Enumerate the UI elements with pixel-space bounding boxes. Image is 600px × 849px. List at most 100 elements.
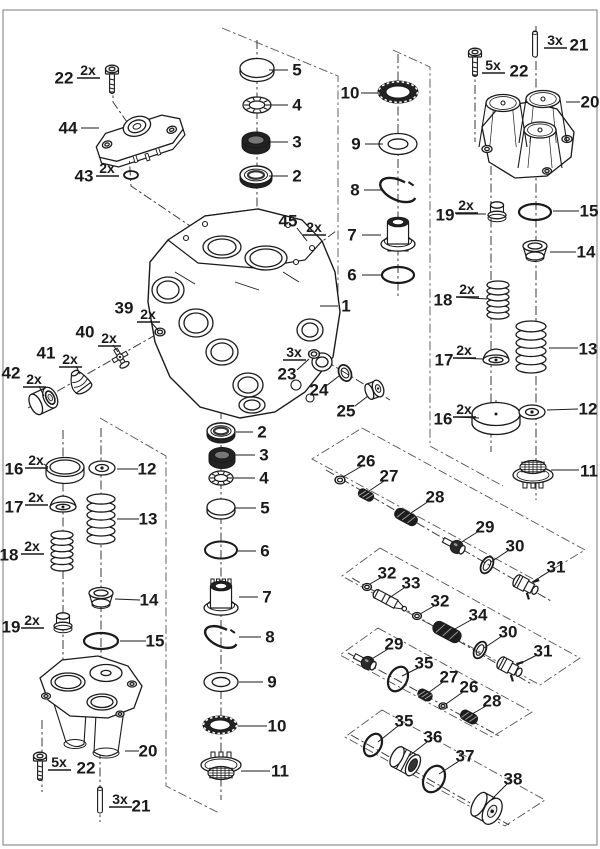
part-label-19: 19 — [436, 206, 455, 225]
group-boundaries — [99, 27, 586, 827]
part-label-10: 10 — [341, 84, 360, 103]
leader-line — [516, 654, 538, 666]
part-label-3x: 3x — [547, 32, 563, 48]
group-boundary — [392, 49, 504, 487]
part-label-33: 33 — [402, 574, 421, 593]
leader-line — [377, 725, 399, 743]
part-label-45: 45 — [279, 212, 298, 231]
part-label-2x: 2x — [458, 197, 474, 213]
part-label-7: 7 — [347, 226, 356, 245]
part-label-15: 15 — [146, 632, 165, 651]
part-label-2x: 2x — [28, 452, 44, 468]
leader-line — [419, 605, 435, 615]
nut-32-b2 — [411, 611, 423, 621]
valve-body-1 — [147, 208, 341, 419]
leader-line — [427, 681, 444, 694]
cap-42 — [28, 386, 59, 416]
part-label-22: 22 — [77, 759, 96, 778]
part-label-2x: 2x — [26, 371, 42, 387]
part-label-9: 9 — [351, 135, 360, 154]
part-label-2x: 2x — [24, 612, 40, 628]
leader-line — [410, 500, 430, 514]
leader-line — [452, 619, 472, 631]
seat-12-right — [518, 404, 546, 420]
spring-27-a — [357, 488, 375, 502]
part-label-3: 3 — [292, 133, 301, 152]
oring-15-left — [82, 631, 120, 651]
part-label-17: 17 — [5, 498, 24, 517]
seat-12-left — [88, 460, 116, 476]
seal-10-mid — [377, 80, 419, 104]
group-boundary — [339, 627, 533, 738]
part-label-30: 30 — [499, 623, 518, 642]
part-label-22: 22 — [55, 69, 74, 88]
part-label-12: 12 — [138, 460, 157, 479]
washer-9-bottom — [203, 671, 239, 693]
part-label-14: 14 — [140, 591, 159, 610]
group-boundary — [221, 27, 339, 310]
group-boundary — [341, 547, 581, 686]
part-label-6: 6 — [347, 266, 356, 285]
leader-line — [342, 465, 363, 478]
part-label-40: 40 — [76, 323, 95, 342]
part-label-5x: 5x — [51, 754, 67, 770]
part-label-20: 20 — [581, 93, 600, 112]
part-label-29: 29 — [476, 518, 495, 537]
part-label-6: 6 — [260, 542, 269, 561]
part-label-2x: 2x — [456, 401, 472, 417]
spring-28-c — [459, 709, 479, 725]
screw-22-topleft — [104, 64, 120, 95]
spring-13-left — [86, 493, 116, 545]
group-boundary — [344, 709, 546, 827]
leader-line — [325, 375, 340, 387]
part-label-5: 5 — [260, 499, 269, 518]
leader-line — [354, 395, 369, 407]
plug-38-d — [470, 791, 503, 825]
part-label-25: 25 — [337, 402, 356, 421]
valve-7-mid — [380, 216, 416, 252]
part-label-2x: 2x — [456, 342, 472, 358]
leader-line — [546, 408, 579, 411]
part-label-32: 32 — [378, 564, 397, 583]
part-label-2: 2 — [257, 423, 266, 442]
knob-25 — [364, 379, 385, 401]
part-label-2x: 2x — [306, 219, 322, 235]
group-boundary — [99, 417, 220, 814]
ring-2-bottom — [206, 422, 236, 444]
part-label-2x: 2x — [140, 306, 156, 322]
leader-line — [296, 227, 308, 242]
part-label-3x: 3x — [112, 791, 128, 807]
leader-line — [471, 705, 487, 715]
leader-line — [369, 576, 383, 585]
part-label-31: 31 — [547, 558, 566, 577]
part-label-1: 1 — [341, 297, 350, 316]
snapring-8-bottom — [203, 624, 239, 650]
part-label-27: 27 — [440, 668, 459, 687]
spring-18-left — [50, 530, 74, 572]
part-label-26: 26 — [460, 678, 479, 697]
part-label-2x: 2x — [99, 160, 115, 176]
leader-line — [388, 587, 405, 599]
washer-9-mid — [378, 132, 418, 156]
valve-29-a — [441, 536, 466, 555]
part-label-16: 16 — [434, 410, 453, 429]
part-label-35: 35 — [415, 654, 434, 673]
part-label-4: 4 — [292, 96, 302, 115]
valve-7-bottom — [203, 578, 239, 616]
part-label-21: 21 — [132, 797, 151, 816]
oring-37-d — [421, 764, 447, 794]
pin-21-topright — [532, 30, 538, 58]
cap-17-right — [482, 348, 510, 366]
leader-line — [114, 598, 141, 601]
screw-22-topright — [467, 47, 483, 78]
part-label-18: 18 — [434, 291, 453, 310]
valve-core-40 — [111, 347, 130, 369]
cup-14-left — [88, 586, 114, 609]
adapter-plate-44 — [95, 114, 186, 168]
part-label-13: 13 — [139, 510, 158, 529]
spring-13-right — [515, 320, 547, 374]
cover-20-bottom — [39, 655, 143, 759]
